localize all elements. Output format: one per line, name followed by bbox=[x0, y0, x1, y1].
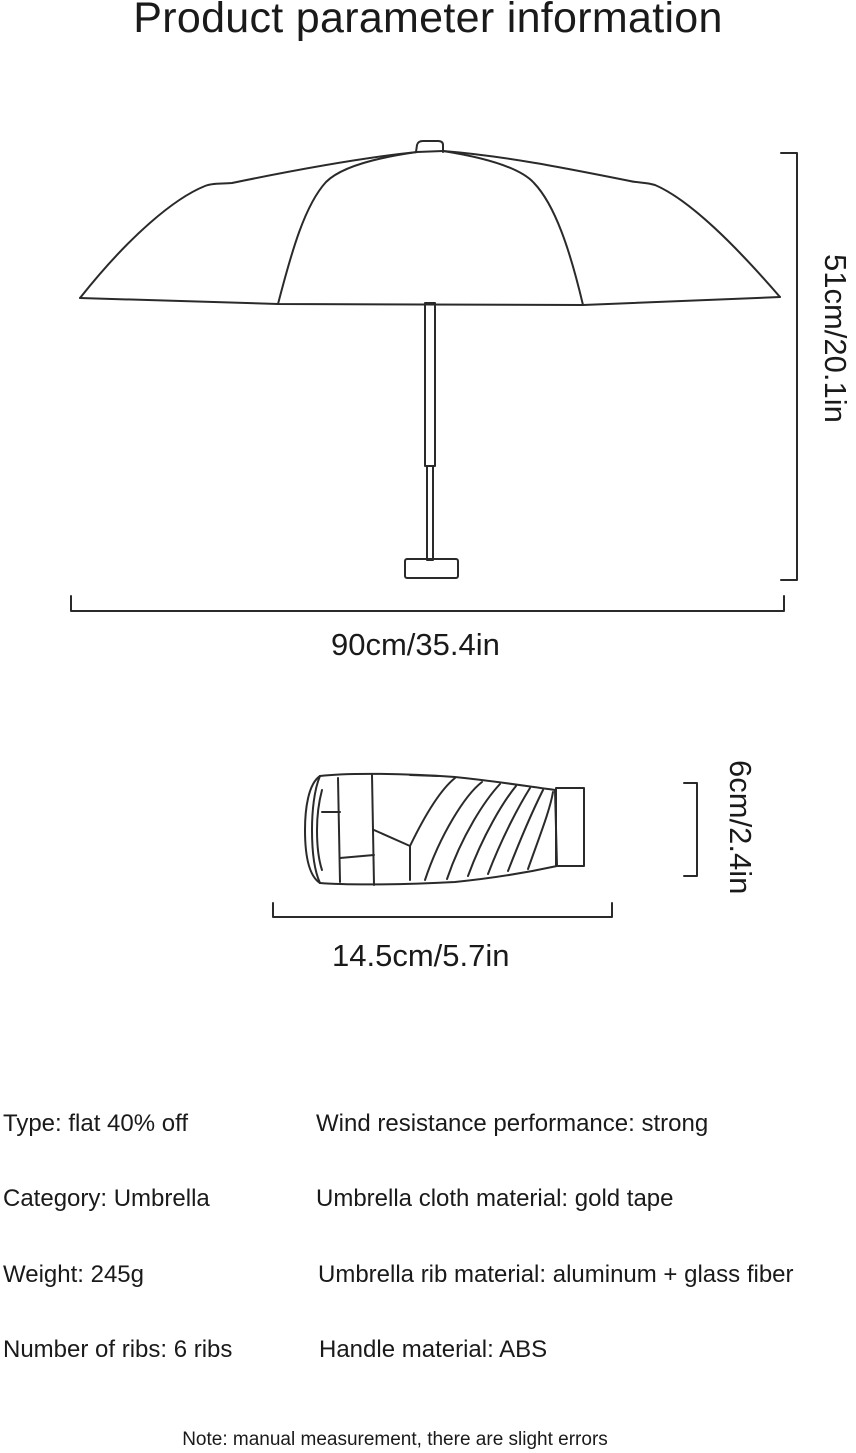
open-umbrella-shaft bbox=[404, 302, 459, 579]
spec-category: Category: Umbrella bbox=[3, 1185, 210, 1212]
folded-length-dimension-line bbox=[272, 902, 613, 918]
folded-length-label: 14.5cm/5.7in bbox=[332, 938, 510, 973]
folded-diameter-label: 6cm/2.4in bbox=[723, 760, 758, 895]
spec-weight: Weight: 245g bbox=[3, 1261, 144, 1288]
spec-wind-resistance: Wind resistance performance: strong bbox=[316, 1110, 709, 1137]
spec-cloth-material: Umbrella cloth material: gold tape bbox=[316, 1185, 674, 1212]
open-height-label: 51cm/20.1in bbox=[818, 254, 853, 423]
open-width-label: 90cm/35.4in bbox=[331, 627, 500, 662]
measurement-note: Note: manual measurement, there are slig… bbox=[182, 1429, 608, 1450]
spec-handle-material: Handle material: ABS bbox=[319, 1336, 548, 1363]
open-umbrella-canopy bbox=[79, 140, 781, 306]
height-dimension-line bbox=[780, 152, 798, 581]
folded-umbrella bbox=[304, 772, 585, 886]
width-dimension-line bbox=[70, 595, 785, 612]
page-title: Product parameter information bbox=[133, 0, 723, 42]
spec-rib-material: Umbrella rib material: aluminum + glass … bbox=[318, 1261, 794, 1288]
spec-ribs: Number of ribs: 6 ribs bbox=[3, 1336, 233, 1363]
spec-type: Type: flat 40% off bbox=[3, 1110, 189, 1137]
folded-diameter-dimension-line bbox=[683, 782, 698, 877]
